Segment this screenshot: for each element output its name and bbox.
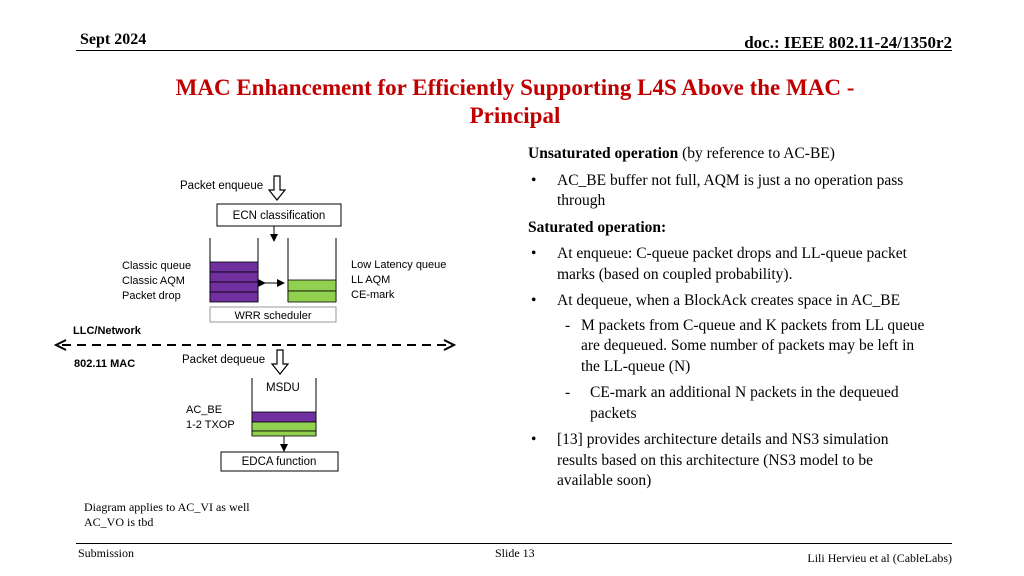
txop-label: 1-2 TXOP [186, 419, 235, 431]
ll-aqm-label: LL AQM [351, 274, 390, 286]
footer-submission: Submission [78, 546, 135, 560]
bullet-item: • AC_BE buffer not full, AQM is just a no… [528, 171, 928, 212]
classic-aqm-label: Classic AQM [122, 275, 185, 287]
ce-mark-label: CE-mark [351, 289, 395, 301]
bullet-item: • At enqueue: C-queue packet drops and L… [528, 244, 928, 285]
classic-queue-packet [209, 281, 259, 293]
wrr-scheduler-label: WRR scheduler [234, 310, 311, 322]
ll-queue-packet [287, 279, 337, 292]
footer-rule [76, 543, 952, 544]
boundary-arrowhead-right [443, 339, 457, 351]
ac-queue-ll-packet [251, 430, 317, 437]
packet-dequeue-label: Packet dequeue [182, 354, 265, 366]
footer-authors: Lili Hervieu et al (CableLabs) [807, 551, 952, 565]
classic-queue-packet [209, 271, 259, 283]
slide-title-line2: Principal [469, 103, 561, 128]
slide-title: MAC Enhancement for Efficiently Supporti… [100, 74, 930, 130]
unsaturated-reference: (by reference to AC-BE) [678, 145, 835, 162]
ac-be-label: AC_BE [186, 404, 222, 416]
slide-title-line1: MAC Enhancement for Efficiently Supporti… [175, 75, 855, 100]
ecn-classification-box [216, 203, 342, 227]
unsaturated-heading: Unsaturated operation (by reference to A… [528, 144, 928, 165]
edca-function-label: EDCA function [242, 456, 317, 468]
sub-item: - CE-mark an additional N packets in the … [528, 383, 928, 424]
slide-body: Unsaturated operation (by reference to A… [528, 144, 928, 492]
diagram-note-line2: AC_VO is tbd [84, 515, 154, 529]
sub-text: M packets from C-queue and K packets fro… [581, 316, 925, 375]
mac-80211-label: 802.11 MAC [74, 358, 135, 370]
header-rule [76, 50, 952, 51]
bullet-glyph: • [531, 431, 537, 448]
l4s-architecture-diagram: Packet enqueue ECN classification Classi… [53, 175, 457, 472]
llc-network-label: LLC/Network [73, 325, 142, 337]
classic-queue-packet [209, 291, 259, 303]
header-date: Sept 2024 [80, 31, 147, 48]
footer-slide-number: Slide 13 [495, 546, 535, 560]
dequeue-arrow-icon [270, 349, 290, 375]
bullet-glyph: • [531, 292, 537, 309]
classic-queue-label: Classic queue [122, 260, 191, 272]
dash-glyph: - [565, 316, 571, 334]
bullet-item: • [13] provides architecture details and … [528, 430, 928, 492]
diagram-note: Diagram applies to AC_VI as well AC_VO i… [84, 500, 250, 530]
classic-queue-packet [209, 261, 259, 273]
boundary-arrowhead-left [53, 339, 67, 351]
bullet-text: At enqueue: C-queue packet drops and LL-… [557, 245, 907, 283]
saturated-heading: Saturated operation: [528, 218, 667, 236]
diagram-note-line1: Diagram applies to AC_VI as well [84, 500, 250, 514]
ecn-classification-label: ECN classification [233, 210, 326, 222]
packet-drop-label: Packet drop [122, 290, 181, 302]
unsaturated-title: Unsaturated operation [528, 145, 679, 162]
bullet-glyph: • [531, 245, 537, 262]
bullet-text: [13] provides architecture details and N… [557, 431, 889, 489]
ac-queue-classic-packet [251, 411, 317, 423]
wrr-scheduler-box [209, 306, 337, 323]
bullet-glyph: • [531, 171, 537, 189]
bullet-text: AC_BE buffer not full, AQM is just a no … [557, 171, 904, 210]
enqueue-arrow-icon [267, 175, 287, 201]
sub-text: CE-mark an additional N packets in the d… [590, 384, 899, 422]
bullet-item: • At dequeue, when a BlockAck creates sp… [528, 291, 928, 312]
bullet-text: At dequeue, when a BlockAck creates spac… [557, 292, 901, 309]
dash-glyph: - [565, 384, 571, 401]
edca-function-box [220, 451, 339, 472]
ll-queue-label: Low Latency queue [351, 259, 446, 271]
ac-queue-ll-packet [251, 421, 317, 432]
packet-enqueue-label: Packet enqueue [180, 180, 263, 192]
sub-item: -M packets from C-queue and K packets fr… [528, 316, 928, 378]
ll-queue-packet [287, 290, 337, 303]
header-doc-id: doc.: IEEE 802.11-24/1350r2 [744, 33, 952, 52]
msdu-label: MSDU [266, 382, 300, 394]
